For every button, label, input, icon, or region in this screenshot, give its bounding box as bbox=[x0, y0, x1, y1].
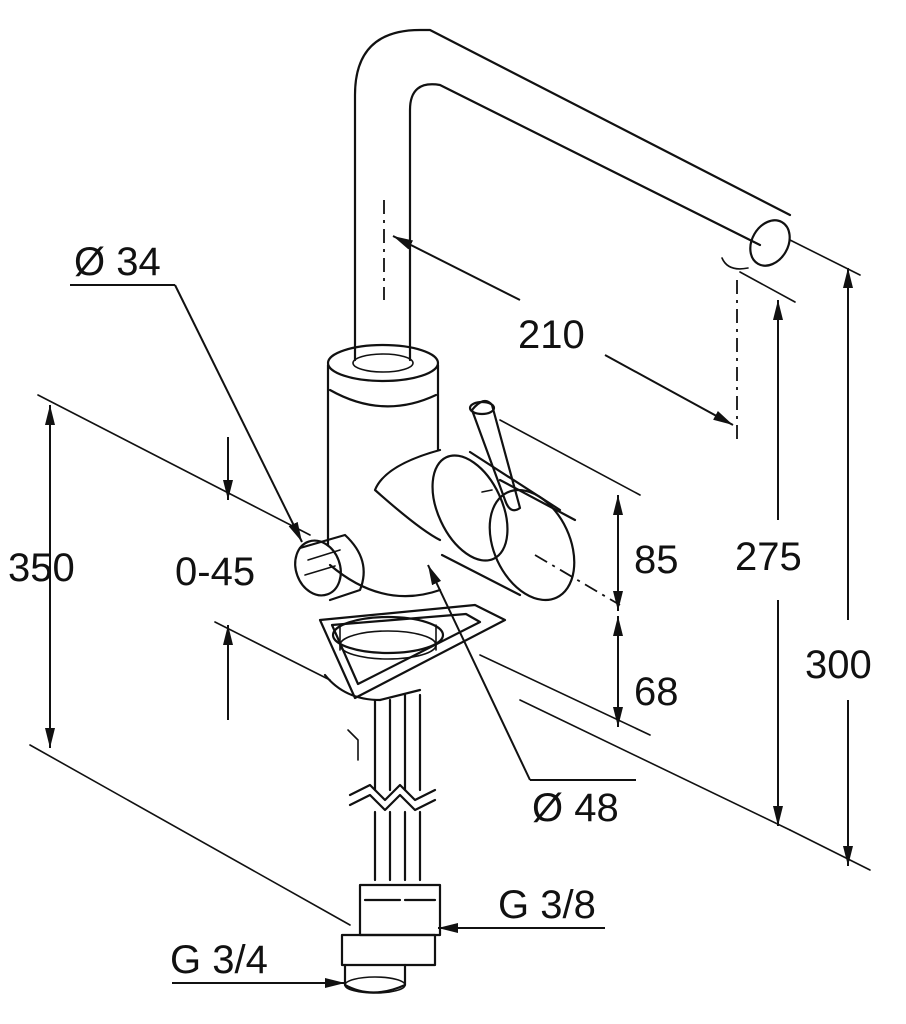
mounting-bracket bbox=[318, 603, 507, 702]
label-base-height: 68 bbox=[634, 670, 679, 714]
dim-diameter-body bbox=[427, 564, 636, 781]
label-total-height: 300 bbox=[805, 643, 872, 687]
label-spout-reach: 210 bbox=[518, 313, 585, 357]
dim-spout-height bbox=[519, 271, 796, 831]
label-diameter-body: Ø 48 bbox=[532, 786, 619, 830]
faucet-body bbox=[326, 343, 442, 598]
dim-diameter-handle bbox=[70, 284, 303, 543]
spout bbox=[353, 28, 792, 362]
label-diameter-handle: Ø 34 bbox=[74, 240, 161, 284]
label-connection-hoses: G 3/8 bbox=[498, 883, 596, 927]
label-swivel-range: 0-45 bbox=[175, 550, 256, 594]
dim-swivel-range bbox=[214, 437, 331, 720]
label-overall-width: 350 bbox=[8, 546, 75, 590]
side-knob bbox=[294, 533, 365, 602]
label-connection-main: G 3/4 bbox=[170, 938, 268, 982]
dim-spout-reach bbox=[392, 235, 738, 440]
dim-lever-base bbox=[479, 419, 651, 736]
supply-hoses bbox=[347, 693, 437, 882]
dim-overall-width bbox=[29, 394, 351, 926]
mixer-lever bbox=[373, 399, 621, 606]
fittings bbox=[340, 883, 442, 994]
label-spout-height: 275 bbox=[735, 535, 802, 579]
label-lever-height: 85 bbox=[634, 538, 679, 582]
dim-total-height bbox=[789, 239, 871, 871]
